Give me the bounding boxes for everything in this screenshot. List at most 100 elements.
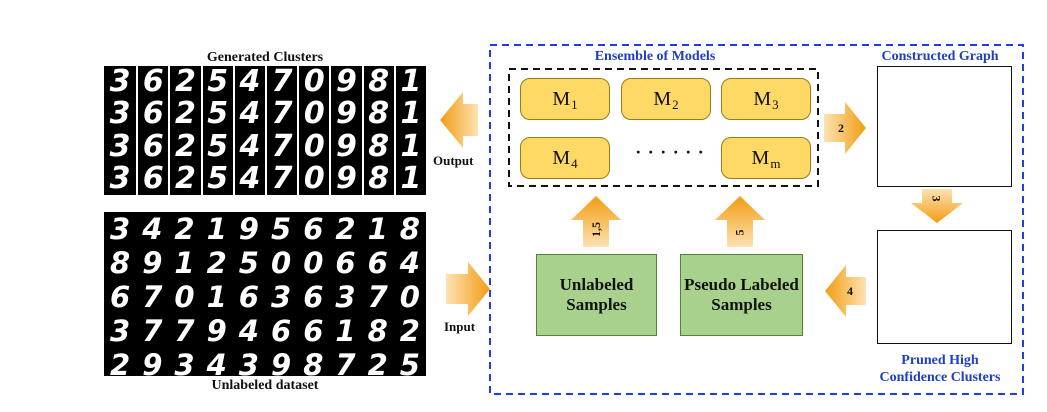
unlabeled-digit: 6 [303,314,324,348]
ensemble-ellipsis: · · · · · · [635,142,705,162]
generated-digit: 8 [368,96,390,132]
unlabeled-digit: 3 [335,280,356,314]
unlabeled-digit: 7 [367,280,388,314]
step-4-label: 4 [847,284,853,298]
unlabeled-digit: 2 [399,314,420,348]
unlabeled-digit: 0 [399,280,420,314]
unlabeled-digit: 9 [238,212,259,246]
generated-digit: 6 [142,128,164,164]
generated-digit: 9 [336,160,357,195]
unlabeled-digit: 3 [238,348,259,376]
unlabeled-digit: 2 [367,348,388,376]
pipeline-frame [489,44,1024,395]
unlabeled-digit: 6 [303,280,324,314]
unlabeled-digit: 6 [367,246,388,280]
generated-digit: 6 [142,96,164,132]
unlabeled-digit: 0 [303,246,324,280]
unlabeled-dataset-title: Unlabeled dataset [211,378,319,393]
unlabeled-digit: 7 [142,280,163,314]
unlabeled-digit: 3 [174,348,195,376]
output-arrow [440,92,478,148]
generated-digit: 8 [368,160,390,195]
generated-digit: 8 [368,66,390,100]
constructed-graph-title: Constructed Graph [881,49,999,64]
generated-clusters-title: Generated Clusters [206,50,324,65]
unlabeled-digit: 8 [399,212,420,246]
pseudo-labeled-samples-box: Pseudo Labeled Samples [680,254,803,336]
generated-digit: 7 [271,128,293,164]
step-3-label: 3 [929,195,944,202]
unlabeled-digit: 9 [271,348,292,376]
generated-digit: 3 [109,160,131,195]
generated-digit: 3 [109,128,131,164]
step-1-5-label: 1,5 [589,222,603,237]
generated-digit: 4 [239,128,261,164]
unlabeled-digit: 0 [271,246,292,280]
step-3-arrow [911,189,963,223]
generated-digit: 0 [303,128,325,164]
generated-digit: 3 [109,66,131,100]
unlabeled-digit: 7 [142,314,163,348]
constructed-graph-box [877,66,1012,187]
unlabeled-digit: 9 [206,314,227,348]
unlabeled-digit: 6 [335,246,356,280]
ensemble-title: Ensemble of Models [594,49,716,64]
ensemble-frame [508,68,819,187]
step-1-5-arrow [571,196,621,247]
step-5-arrow [715,196,765,247]
generated-digit: 1 [400,160,422,195]
unlabeled-digit: 7 [335,348,356,376]
generated-digit: 4 [239,160,261,195]
unlabeled-digit: 2 [174,212,195,246]
unlabeled-digit: 2 [335,212,356,246]
generated-digit: 9 [336,96,357,132]
generated-digit: 1 [400,128,422,164]
unlabeled-digit: 4 [142,212,163,246]
generated-digit: 8 [368,128,390,164]
unlabeled-digit: 1 [367,212,388,246]
unlabeled-digit: 5 [399,348,420,376]
unlabeled-digit: 8 [367,314,388,348]
unlabeled-digit: 6 [110,280,131,314]
unlabeled-digit: 7 [174,314,195,348]
generated-digit: 2 [175,160,196,195]
input-arrow [446,262,490,316]
generated-digit: 5 [207,96,229,132]
unlabeled-digit: 8 [303,348,324,376]
generated-digit: 0 [303,96,325,132]
unlabeled-digit: 4 [399,246,420,280]
generated-digit: 4 [239,96,261,132]
step-4-arrow [825,265,866,317]
input-label: Input [444,319,476,334]
pruned-clusters-title-line-2: Confidence Clusters [879,370,1001,385]
generated-digit: 7 [271,160,293,195]
unlabeled-digit: 2 [110,348,131,376]
step-2-label: 2 [838,121,844,135]
generated-digit: 0 [303,160,325,195]
unlabeled-digit: 8 [110,246,131,280]
unlabeled-digit: 4 [206,348,227,376]
generated-digit: 5 [207,160,229,195]
unlabeled-samples-box: Unlabeled Samples [536,254,657,336]
unlabeled-digit: 2 [206,246,227,280]
generated-digit: 1 [400,66,422,100]
generated-digit: 7 [271,66,293,100]
generated-digit: 0 [303,66,325,100]
unlabeled-digit: 6 [303,212,324,246]
generated-digit: 6 [142,160,164,195]
unlabeled-digit: 1 [206,280,227,314]
step-5-label: 5 [732,229,747,236]
unlabeled-digit: 4 [238,314,259,348]
generated-digit: 2 [175,128,196,164]
